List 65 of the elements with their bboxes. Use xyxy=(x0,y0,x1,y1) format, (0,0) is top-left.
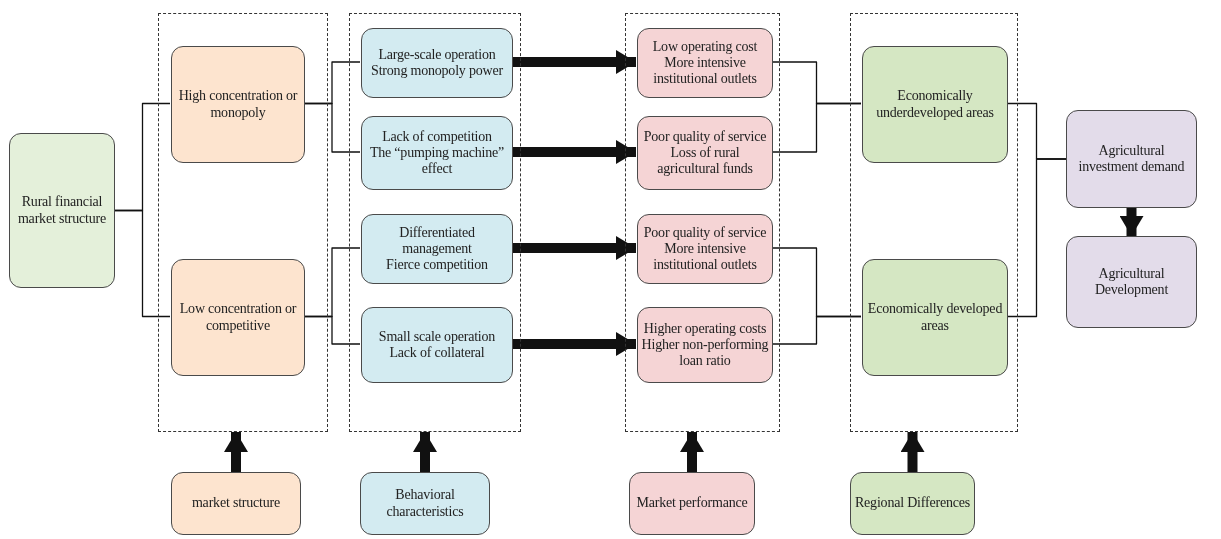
process-box xyxy=(361,307,513,383)
bracket-line xyxy=(771,102,862,153)
process-box xyxy=(862,46,1008,163)
box-text: Lack of collateral xyxy=(389,345,485,362)
box-text: More intensive institutional outlets xyxy=(652,240,758,274)
box-text: The “pumping machine” effect xyxy=(368,144,506,178)
box-text: Poor quality of service xyxy=(643,224,767,241)
process-box xyxy=(1066,110,1197,208)
process-box xyxy=(171,259,305,376)
box-text: Economically underdeveloped areas xyxy=(875,88,995,121)
arrow xyxy=(900,432,925,472)
box-text: Fierce competition xyxy=(386,257,488,274)
box-text: Small scale operation xyxy=(378,328,496,345)
arrow xyxy=(413,432,437,472)
dashed-group-frame xyxy=(158,13,328,432)
box-text: Behavioral characteristics xyxy=(385,487,465,520)
box-text: Poor quality of service xyxy=(643,128,767,145)
process-box xyxy=(361,28,513,98)
box-text: Low operating cost xyxy=(652,38,758,55)
process-box xyxy=(171,46,305,163)
bracket-line xyxy=(303,315,361,345)
box-text: Rural financial market structure xyxy=(16,194,108,227)
process-box xyxy=(361,214,513,284)
process-box xyxy=(9,133,115,288)
process-box xyxy=(637,28,773,98)
box-text: Higher operating costs xyxy=(643,320,767,337)
box-text: More intensive institutional outlets xyxy=(652,54,758,88)
box-text: Regional Differences xyxy=(854,495,971,512)
dashed-group-frame xyxy=(850,13,1018,432)
dashed-group-frame xyxy=(625,13,780,432)
dashed-group-frame xyxy=(349,13,521,432)
box-text: Loss of rural agricultural funds xyxy=(656,144,754,178)
process-box xyxy=(850,472,975,535)
arrow xyxy=(512,140,636,164)
process-box xyxy=(637,214,773,284)
arrow xyxy=(512,50,636,74)
box-text: Large-scale operation xyxy=(378,46,496,63)
box-text: High concentration or monopoly xyxy=(177,88,299,121)
box-text: Low concentration or competitive xyxy=(178,301,298,334)
process-box xyxy=(629,472,755,535)
arrow xyxy=(224,432,248,472)
arrow xyxy=(680,432,704,472)
arrow xyxy=(512,236,636,260)
box-text: Higher non-performing loan ratio xyxy=(640,336,770,370)
arrow xyxy=(1119,208,1144,236)
bracket-line xyxy=(771,315,862,345)
process-box xyxy=(171,472,301,535)
process-box xyxy=(862,259,1008,376)
arrow xyxy=(512,332,636,356)
process-box xyxy=(637,116,773,190)
box-text: Strong monopoly power xyxy=(371,63,503,80)
process-box xyxy=(361,116,513,190)
box-text: Economically developed areas xyxy=(866,301,1004,334)
box-text: Agricultural investment demand xyxy=(1077,142,1186,176)
box-text: Agricultural Development xyxy=(1093,265,1170,299)
box-text: market structure xyxy=(191,495,281,512)
bracket-line xyxy=(303,102,361,153)
box-text: Market performance xyxy=(636,495,748,512)
process-box xyxy=(360,472,490,535)
bracket-line xyxy=(1006,158,1067,318)
process-box xyxy=(637,307,773,383)
bracket-line xyxy=(114,209,171,318)
process-box xyxy=(1066,236,1197,328)
box-text: Differentiated management xyxy=(398,224,476,258)
box-text: Lack of competition xyxy=(382,128,492,145)
